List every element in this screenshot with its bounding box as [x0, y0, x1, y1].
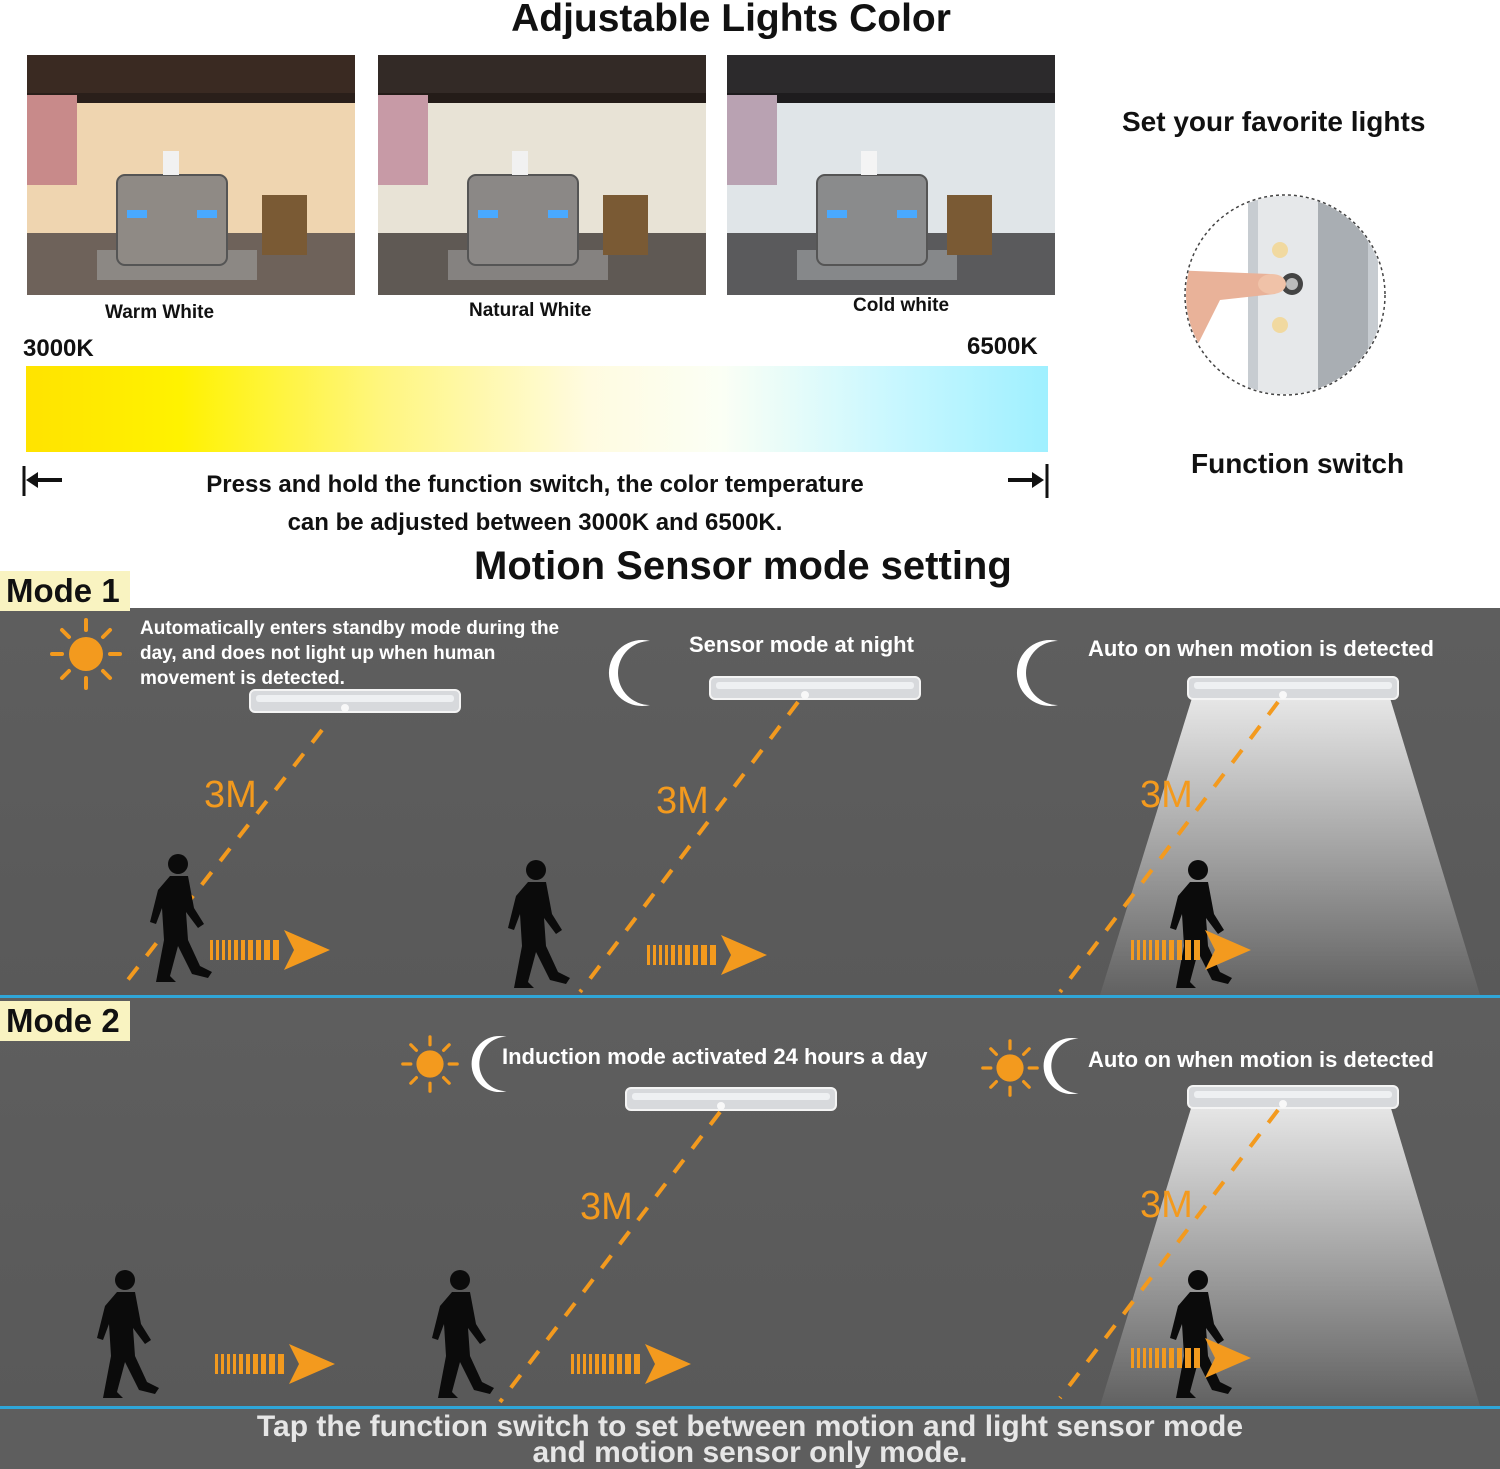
kitchen-warm-image — [27, 55, 355, 295]
scale-min-label: 3000K — [23, 335, 94, 362]
motion-arrow-icon — [571, 1344, 691, 1384]
person-icon — [97, 1270, 159, 1398]
mode1-night-text: Sensor mode at night — [689, 632, 914, 657]
color-instruction: Press and hold the function switch, the … — [100, 466, 970, 542]
person-icon — [508, 860, 570, 988]
person-icon — [432, 1270, 494, 1398]
distance-label: 3M — [204, 774, 257, 816]
mode1-label: Mode 1 — [0, 571, 130, 611]
distance-label: 3M — [580, 1186, 633, 1228]
photo-warm-white — [27, 55, 355, 295]
footer-divider — [0, 1406, 1500, 1409]
footer-line-2: and motion sensor only mode. — [532, 1436, 968, 1469]
arrow-right-icon — [1008, 464, 1049, 498]
instruction-line-2: can be adjusted between 3000K and 6500K. — [287, 509, 783, 536]
side-heading: Set your favorite lights — [1122, 106, 1426, 137]
arrow-left-icon — [22, 466, 62, 496]
light-bar — [1187, 676, 1399, 700]
mode-divider — [0, 995, 1500, 998]
footer-area — [0, 1409, 1500, 1469]
page-title: Adjustable Lights Color — [511, 0, 951, 40]
mode2-illustration — [97, 1035, 1480, 1406]
light-bar — [249, 689, 461, 713]
caption-cold-white: Cold white — [853, 295, 950, 316]
caption-warm-white: Warm White — [105, 302, 215, 323]
instruction-line-1: Press and hold the function switch, the … — [206, 471, 864, 498]
photo-cold-white — [727, 55, 1055, 295]
function-switch-label: Function switch — [1191, 448, 1405, 479]
color-temperature-gradient — [26, 366, 1048, 452]
mode1-panel: Automatically enters standby mode during… — [0, 608, 1500, 995]
moon-icon — [1043, 1037, 1079, 1095]
light-bar — [1187, 1085, 1399, 1109]
sun-icon — [401, 1035, 459, 1093]
mode1-auto-text: Auto on when motion is detected — [1088, 636, 1434, 661]
distance-label: 3M — [1140, 1184, 1193, 1226]
footer-line-1: Tap the function switch to set between m… — [256, 1410, 1244, 1443]
scale-max-label: 6500K — [967, 333, 1038, 360]
motion-arrow-icon — [210, 930, 330, 970]
kitchen-natural-image — [378, 55, 706, 295]
mode2-label: Mode 2 — [0, 1001, 130, 1041]
motion-section-title: Motion Sensor mode setting — [474, 544, 1012, 588]
person-icon — [150, 854, 212, 982]
mode2-auto-text: Auto on when motion is detected — [1088, 1047, 1434, 1072]
motion-arrow-icon — [647, 935, 767, 975]
caption-natural-white: Natural White — [469, 300, 592, 321]
footer-text: Tap the function switch to set between m… — [0, 1410, 1500, 1469]
motion-arrow-icon — [215, 1344, 335, 1384]
sun-icon — [981, 1039, 1039, 1097]
distance-label: 3M — [656, 780, 709, 822]
mode1-day-text: Automatically enters standby mode during… — [140, 618, 560, 689]
sun-icon — [50, 618, 122, 690]
kitchen-cold-image — [727, 55, 1055, 295]
light-bar — [709, 676, 921, 700]
mode2-panel: Induction mode activated 24 hours a day … — [0, 998, 1500, 1406]
function-switch-image — [1184, 194, 1386, 396]
moon-icon — [1016, 640, 1058, 706]
moon-icon — [608, 640, 650, 706]
photo-natural-white — [378, 55, 706, 295]
distance-label: 3M — [1140, 774, 1193, 816]
mode2-induction-text: Induction mode activated 24 hours a day — [502, 1044, 928, 1069]
light-bar — [625, 1087, 837, 1111]
mode1-illustration — [50, 618, 1480, 995]
